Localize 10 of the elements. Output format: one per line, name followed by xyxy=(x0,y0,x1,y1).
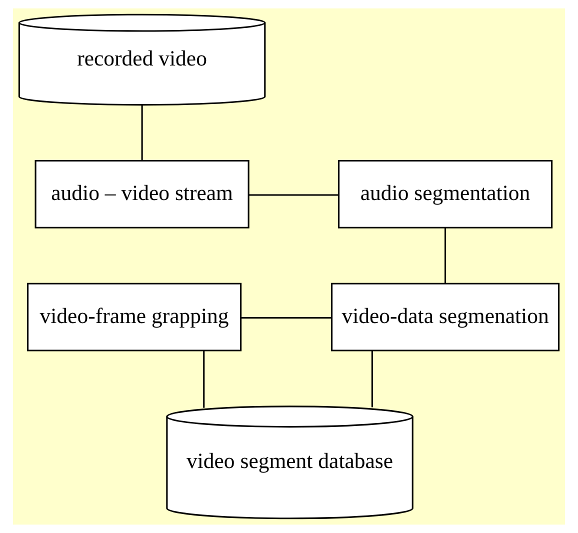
connector xyxy=(240,317,332,319)
node-box: video-data segmenation xyxy=(330,282,560,352)
connector xyxy=(248,194,338,196)
connector xyxy=(203,350,205,408)
connector xyxy=(141,105,143,161)
node-box: video-frame grapping xyxy=(27,282,242,352)
node-box: audio – video stream xyxy=(34,160,250,228)
connector xyxy=(444,228,446,284)
node-box: audio segmentation xyxy=(338,160,553,228)
connector xyxy=(371,350,373,408)
